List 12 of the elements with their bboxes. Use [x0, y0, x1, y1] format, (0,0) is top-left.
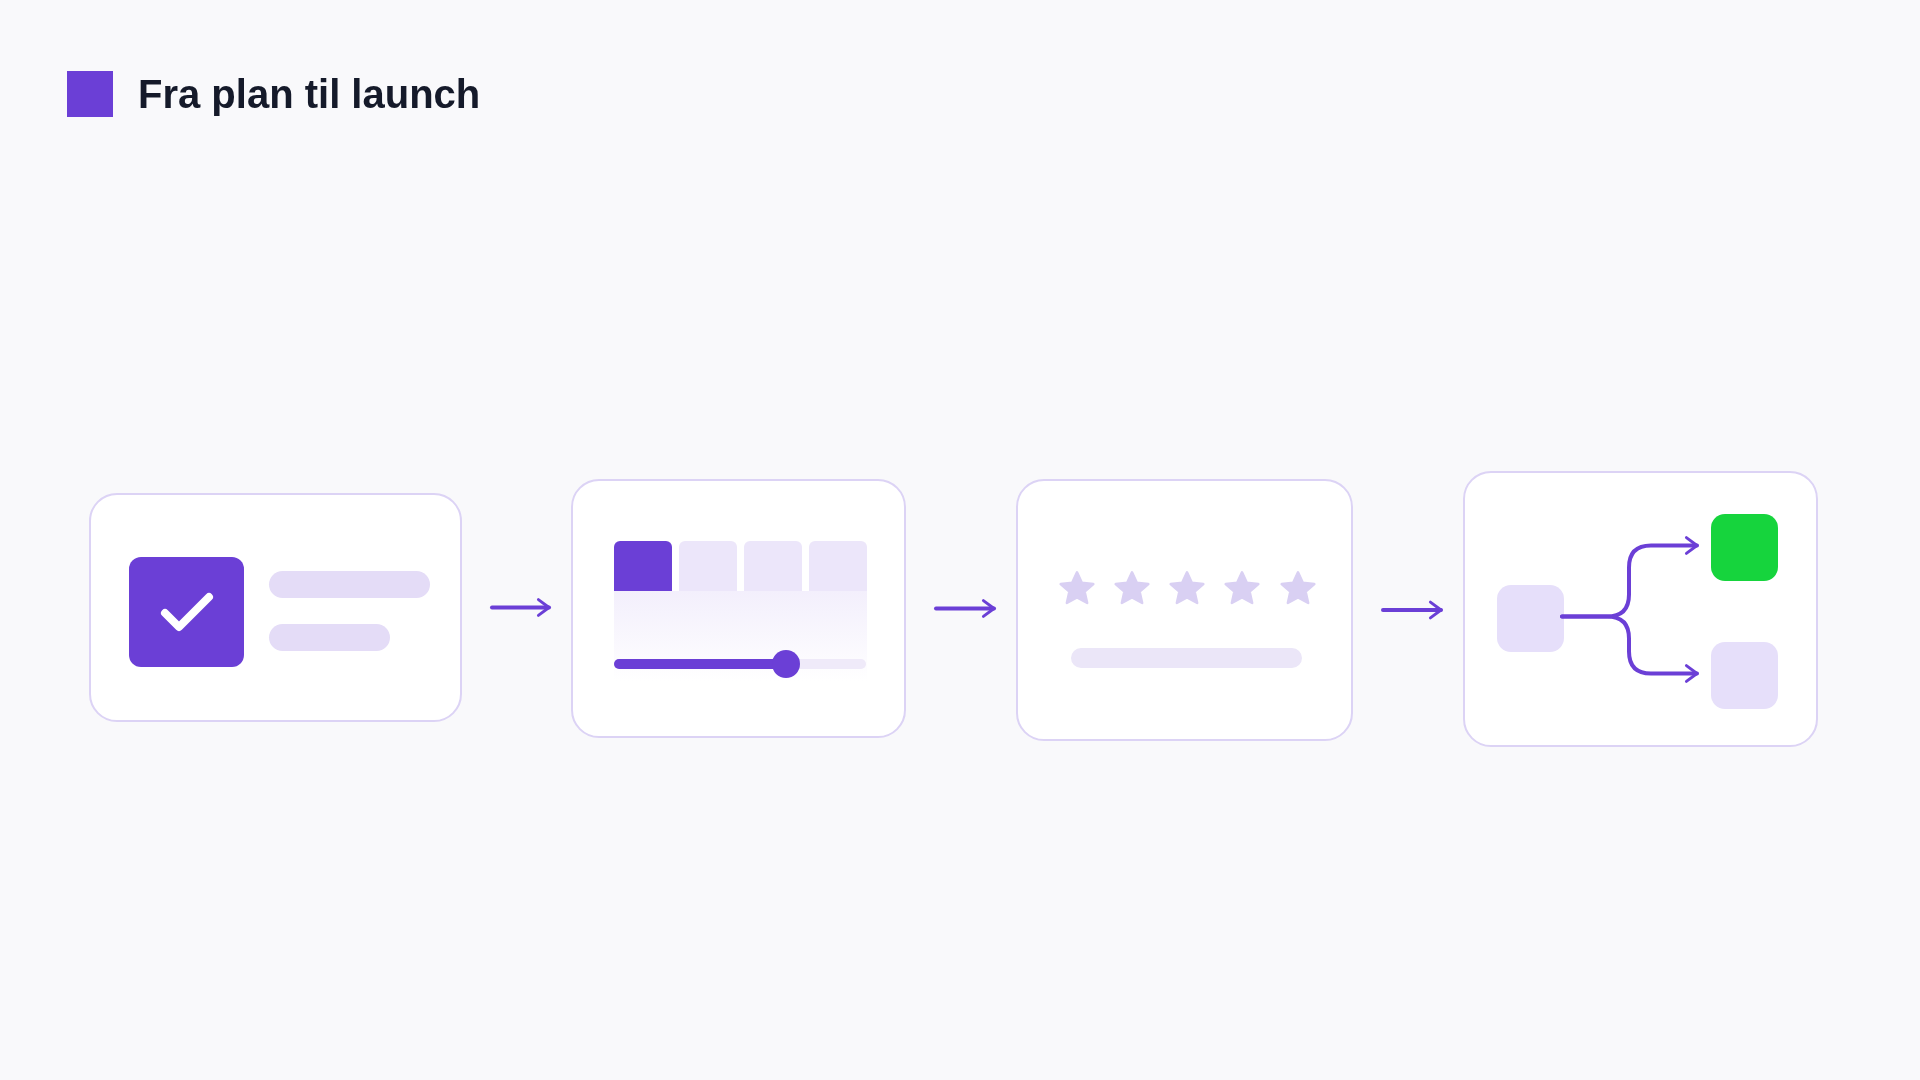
- title: Fra plan til launch: [138, 71, 481, 118]
- flow-box: [1711, 514, 1778, 581]
- arrow: [490, 598, 551, 617]
- step-card: [1463, 471, 1818, 747]
- flow-box: [1711, 642, 1778, 709]
- arrow: [1560, 614, 1699, 683]
- step-card: [1016, 479, 1353, 741]
- arrow: [934, 599, 996, 618]
- step-card: [89, 493, 462, 722]
- step-card: [571, 479, 906, 738]
- flow-box: [1497, 585, 1564, 652]
- arrow: [1381, 600, 1443, 620]
